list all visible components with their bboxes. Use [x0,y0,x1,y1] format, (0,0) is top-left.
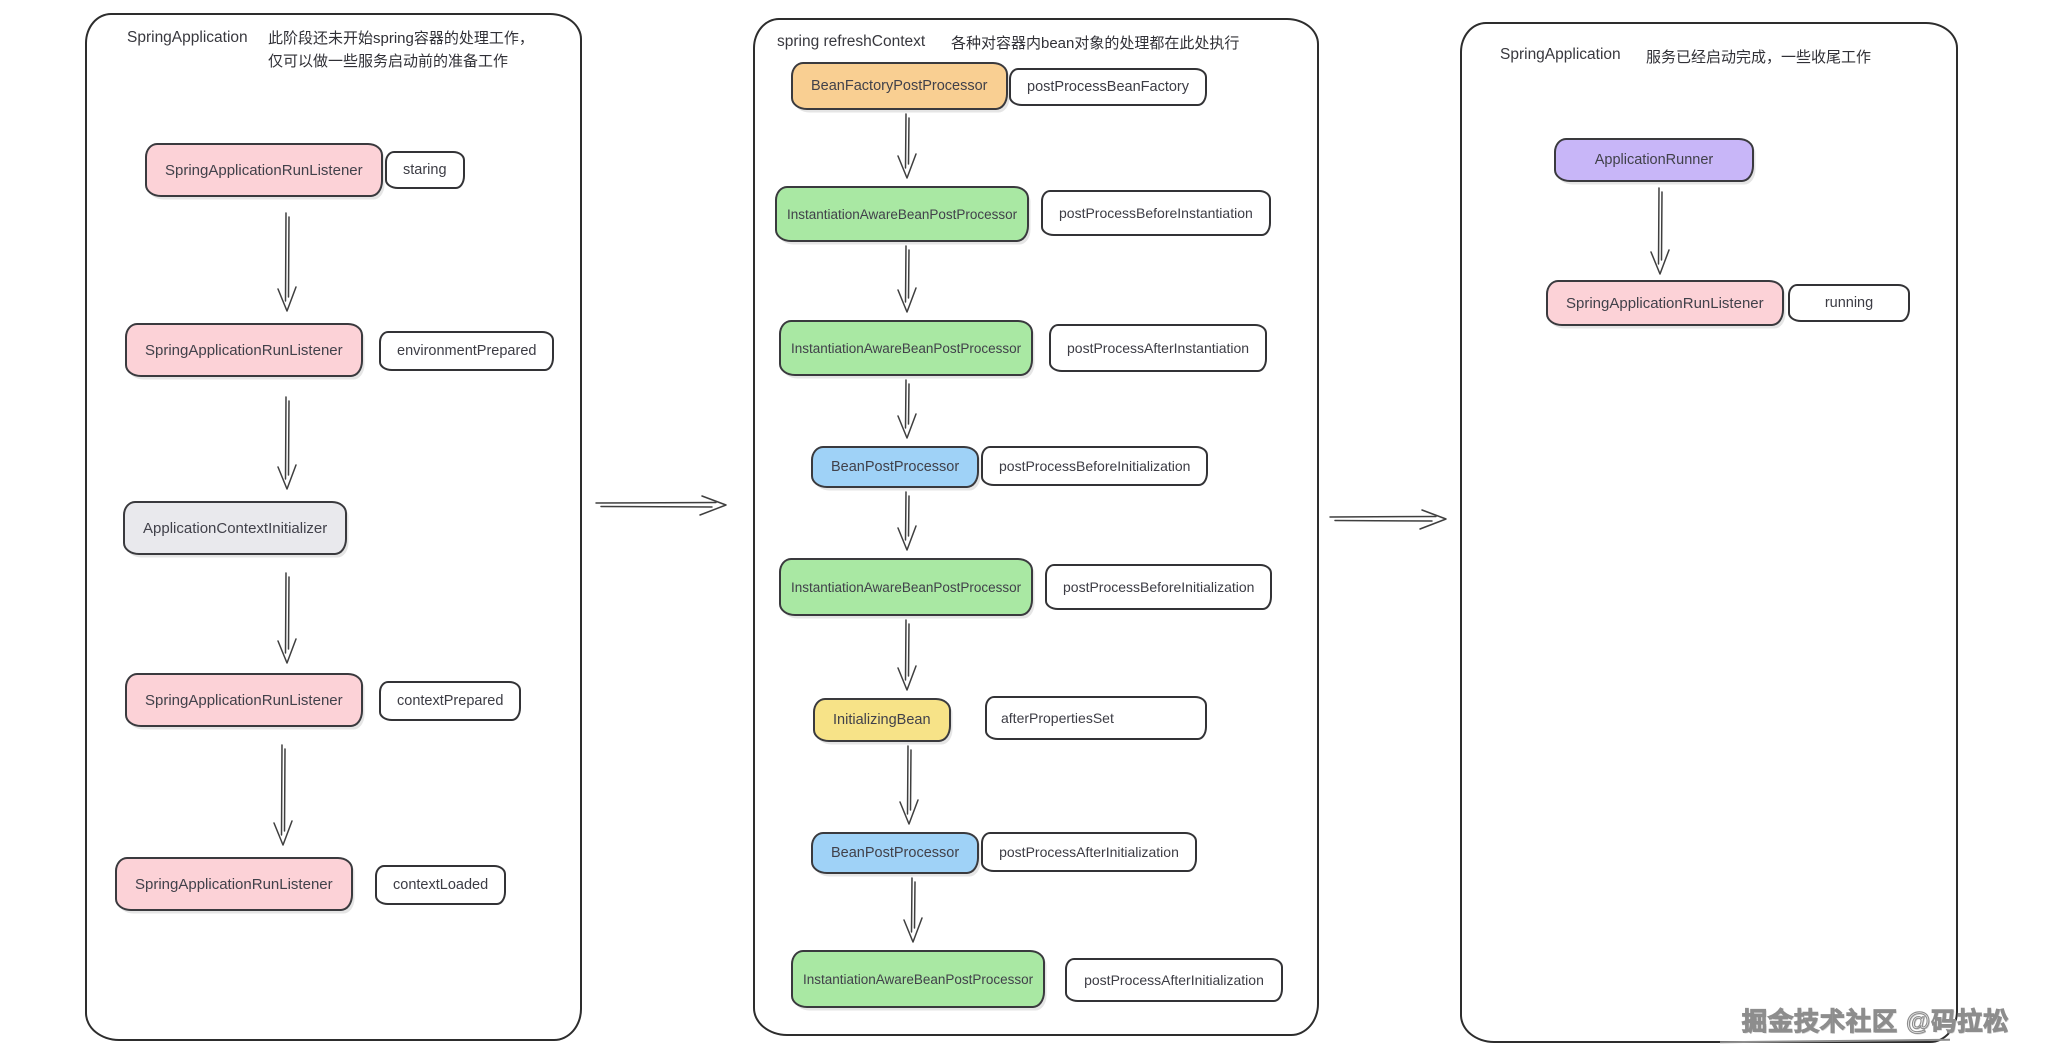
down-arrow [897,379,917,439]
panel-subtitle: 服务已经启动完成，一些收尾工作 [1646,49,1872,66]
tag-environmentprepared: environmentPrepared [379,331,555,371]
down-arrow [277,572,297,664]
tag-contextloaded: contextLoaded [375,865,507,905]
node-applicationcontextinitializer: ApplicationContextInitializer [123,501,348,555]
tag-afterpropertiesset: afterPropertiesSet [985,696,1207,740]
panel-title: spring refreshContext [777,33,926,50]
tag-postprocessbeforeinstantiation: postProcessBeforeInstantiation [1041,190,1271,236]
down-arrow [277,212,297,312]
down-arrow [899,745,919,825]
node-applicationrunner: ApplicationRunner [1554,138,1754,182]
watermark: 掘金技术社区 @码拉松 [1741,1007,2010,1036]
down-arrow [897,619,917,691]
node-springapplicationrunlistener: SpringApplicationRunListener [125,673,363,727]
panel-subtitle: 此阶段还未开始spring容器的处理工作， 仅可以做一些服务启动前的准备工作 [268,30,534,71]
node-springapplicationrunlistener: SpringApplicationRunListener [115,857,353,911]
node-springapplicationrunlistener: SpringApplicationRunListener [1546,280,1784,326]
flow-arrow-right [595,495,727,516]
tag-running: running [1788,284,1910,322]
down-arrow [903,877,923,943]
tag-staring: staring [385,151,465,189]
panel-spring-refreshcontext: spring refreshContext 各种对容器内bean对象的处理都在此… [753,18,1319,1036]
tag-postprocessbeanfactory: postProcessBeanFactory [1009,68,1207,106]
tag-postprocessbeforeinitialization: postProcessBeforeInitialization [1045,564,1273,610]
panel-title: SpringApplication [1500,46,1621,63]
tag-postprocessafterinitialization: postProcessAfterInitialization [981,832,1197,872]
panel-subtitle: 各种对容器内bean对象的处理都在此处执行 [951,35,1240,52]
down-arrow [897,113,917,179]
down-arrow [277,396,297,490]
panel-title: SpringApplication [127,29,248,46]
panel-springapplication-startup: SpringApplication 此阶段还未开始spring容器的处理工作， … [85,13,582,1041]
down-arrow [273,744,293,846]
down-arrow [897,491,917,551]
down-arrow [897,245,917,313]
node-beanfactorypostprocessor: BeanFactoryPostProcessor [791,62,1008,110]
node-initializingbean: InitializingBean [813,698,951,742]
node-beanpostprocessor: BeanPostProcessor [811,832,980,874]
node-instantiationawarebeanpostprocessor: InstantiationAwareBeanPostProcessor [779,558,1034,616]
tag-postprocessbeforeinitialization: postProcessBeforeInitialization [981,446,1209,486]
tag-postprocessafterinitialization: postProcessAfterInitialization [1065,958,1283,1002]
panel-springapplication-finish: SpringApplication 服务已经启动完成，一些收尾工作 Applic… [1460,22,1958,1043]
node-instantiationawarebeanpostprocessor: InstantiationAwareBeanPostProcessor [779,320,1034,376]
node-instantiationawarebeanpostprocessor: InstantiationAwareBeanPostProcessor [775,186,1030,242]
tag-contextprepared: contextPrepared [379,681,522,721]
down-arrow [1650,187,1670,275]
node-springapplicationrunlistener: SpringApplicationRunListener [145,143,383,197]
flow-arrow-right [1329,509,1447,530]
node-instantiationawarebeanpostprocessor: InstantiationAwareBeanPostProcessor [791,950,1046,1008]
node-springapplicationrunlistener: SpringApplicationRunListener [125,323,363,377]
tag-postprocessafterinstantiation: postProcessAfterInstantiation [1049,324,1268,372]
node-beanpostprocessor: BeanPostProcessor [811,446,980,488]
